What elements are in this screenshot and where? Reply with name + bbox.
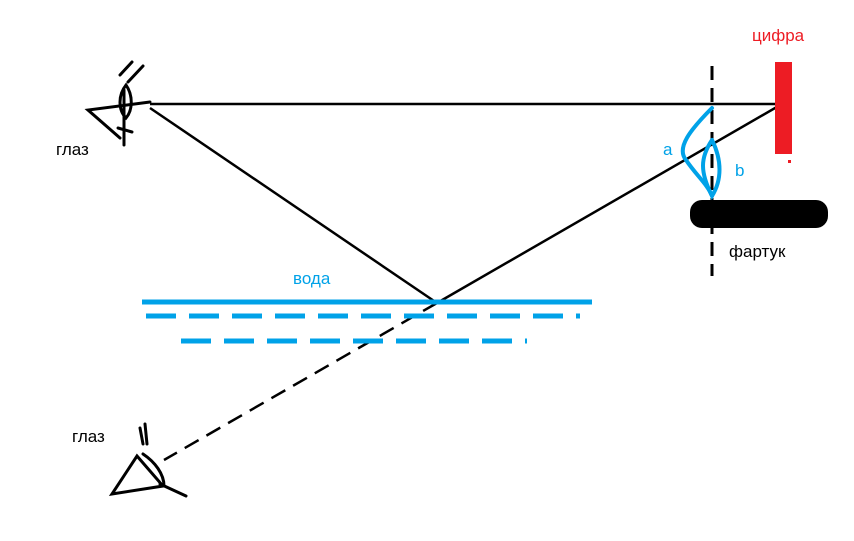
label-digit: цифра	[752, 26, 805, 45]
refracted-ray-dashed	[163, 301, 438, 462]
label-b: b	[735, 161, 744, 180]
top-eye-icon	[84, 60, 152, 147]
label-eye-bottom: глаз	[72, 427, 105, 446]
label-a: a	[663, 140, 673, 159]
lens-curves	[680, 106, 722, 201]
digit-bar	[775, 62, 792, 154]
bottom-eye-icon	[108, 422, 188, 498]
incident-ray-line	[149, 106, 438, 305]
digit-bar-dot	[788, 160, 791, 163]
label-eye-top: глаз	[56, 140, 89, 159]
label-apron: фартук	[729, 242, 786, 261]
water-surface	[142, 299, 592, 344]
reflected-ray-line	[436, 102, 783, 305]
apron-block	[690, 200, 828, 228]
label-water: вода	[293, 269, 331, 288]
